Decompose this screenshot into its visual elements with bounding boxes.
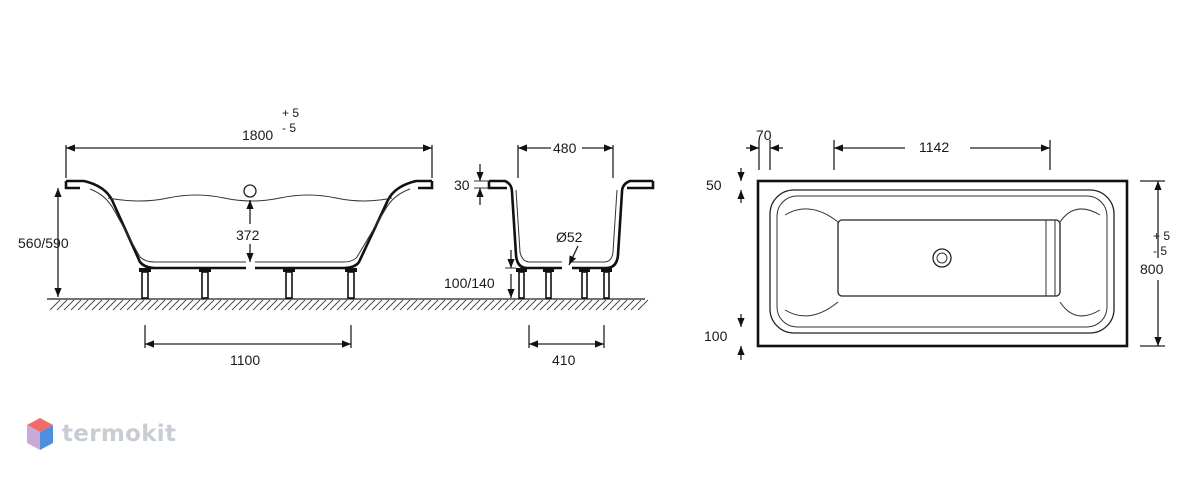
end-leg-height-label: 100/140 bbox=[444, 275, 495, 291]
top-tolerance-minus: - 5 bbox=[1153, 244, 1167, 258]
end-view: 480 30 Ø52 100/140 410 bbox=[444, 140, 655, 368]
side-tub-inner-wall bbox=[89, 188, 411, 263]
cube-logo-icon bbox=[27, 418, 53, 450]
top-right-contour bbox=[1059, 208, 1101, 223]
watermark-text: termokit bbox=[62, 421, 177, 447]
top-outer-rim bbox=[756, 179, 1129, 348]
end-tub-body bbox=[489, 179, 653, 270]
side-tolerance-plus: + 5 bbox=[282, 106, 299, 120]
top-rim-offset-label: 70 bbox=[756, 127, 772, 143]
side-view: 1800 + 5 - 5 560/590 372 1100 bbox=[18, 106, 649, 368]
top-bottom-margin-label: 100 bbox=[704, 328, 728, 344]
side-rim-right bbox=[418, 181, 434, 190]
top-drain-icon bbox=[932, 248, 952, 268]
top-tolerance-plus: + 5 bbox=[1153, 229, 1170, 243]
end-width-label: 480 bbox=[553, 140, 577, 156]
end-rim-label: 30 bbox=[454, 177, 470, 193]
top-margin-label: 50 bbox=[706, 177, 722, 193]
end-drain-label: Ø52 bbox=[556, 229, 583, 245]
side-height-label: 560/590 bbox=[18, 235, 69, 251]
end-leg-spacing-label: 410 bbox=[552, 352, 576, 368]
end-legs bbox=[516, 268, 612, 299]
side-length-label: 1800 bbox=[242, 127, 273, 143]
side-rim-left bbox=[64, 181, 80, 190]
top-basin-inner bbox=[776, 195, 1108, 328]
floor-hatching bbox=[49, 299, 649, 311]
end-drain-leader bbox=[568, 245, 579, 266]
top-bottom-panel bbox=[837, 219, 1061, 297]
end-tub-inner-wall bbox=[515, 189, 618, 263]
top-left-contour bbox=[784, 208, 839, 223]
side-legs bbox=[139, 268, 357, 299]
top-inner-length-label: 1142 bbox=[919, 139, 949, 155]
watermark-logo: termokit bbox=[26, 414, 176, 454]
side-tolerance-minus: - 5 bbox=[282, 121, 296, 135]
top-view: 70 1142 50 100 800 + 5 - 5 bbox=[704, 127, 1172, 360]
top-width-label: 800 bbox=[1140, 261, 1164, 277]
end-rim-right bbox=[627, 181, 655, 190]
overflow-icon bbox=[243, 184, 257, 198]
side-leg-spacing-label: 1100 bbox=[230, 352, 260, 368]
side-depth-label: 372 bbox=[236, 227, 260, 243]
top-basin-outline bbox=[769, 189, 1115, 334]
